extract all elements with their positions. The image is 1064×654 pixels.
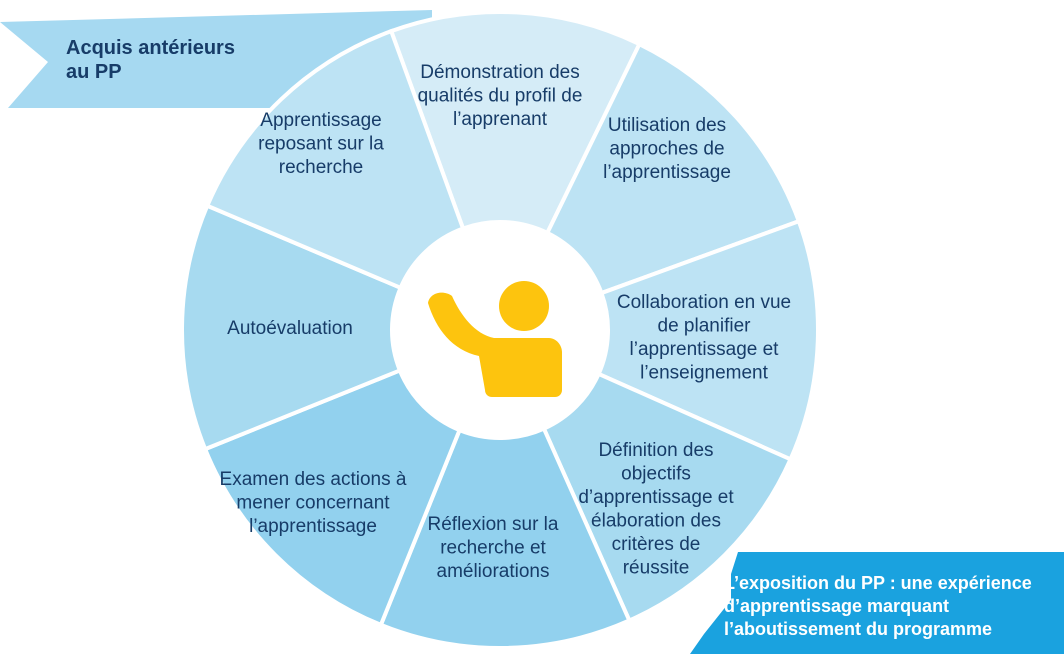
segment-label-definition-line-1: Définition des [598, 440, 713, 461]
segment-label-collaboration-line-4: l’enseignement [640, 363, 769, 384]
segment-label-utilisation-line-1: Utilisation des [608, 115, 726, 136]
prior-learning-banner-line-2: au PP [66, 61, 122, 83]
center-circle [392, 222, 608, 438]
segment-label-reflexion-line-3: améliorations [437, 561, 550, 582]
pp-exhibition-banner-line-2: d’apprentissage marquant [724, 596, 949, 616]
segment-label-apprentissage-line-2: reposant sur la [258, 134, 384, 155]
segment-label-demonstration-line-1: Démonstration des [420, 62, 579, 83]
raised-hand-person-icon [428, 281, 562, 397]
segment-label-reflexion-line-2: recherche et [440, 538, 546, 559]
pp-exhibition-banner-shape [690, 552, 1064, 654]
segment-label-definition-line-3: d’apprentissage et [578, 487, 734, 508]
wheel-segments [180, 10, 820, 650]
segment-label-definition-line-6: réussite [623, 558, 690, 579]
segment-label-collaboration-line-2: de planifier [658, 316, 752, 337]
segment-label-definition-line-2: objectifs [621, 464, 691, 485]
pp-exhibition-banner-line-3: l’aboutissement du programme [724, 619, 992, 639]
segment-label-apprentissage-line-3: recherche [279, 157, 364, 178]
segment-label-utilisation-line-2: approches de [609, 139, 724, 160]
segment-label-apprentissage-line-1: Apprentissage [260, 110, 381, 131]
prior-learning-banner-line-1: Acquis antérieurs [66, 37, 235, 59]
segment-label-definition-line-5: critères de [612, 534, 701, 555]
pp-exhibition-banner-line-1: L’exposition du PP : une expérience [724, 573, 1032, 593]
segment-label-collaboration-line-1: Collaboration en vue [617, 292, 791, 313]
segment-label-autoevaluation-line-1: Autoévaluation [227, 318, 353, 339]
segment-label-examen-line-3: l’apprentissage [249, 516, 377, 537]
segment-label-utilisation-line-3: l’apprentissage [603, 162, 731, 183]
segment-label-examen-line-2: mener concernant [236, 493, 390, 514]
pp-exhibition-banner: L’exposition du PP : une expérience d’ap… [690, 552, 1064, 654]
segment-label-demonstration-line-3: l’apprenant [453, 109, 548, 130]
segment-label-demonstration-line-2: qualités du profil de [418, 86, 583, 107]
segment-label-definition-line-4: élaboration des [591, 511, 721, 532]
segment-label-examen-line-1: Examen des actions à [220, 469, 407, 490]
segment-label-reflexion-line-1: Réflexion sur la [428, 514, 559, 535]
segment-label-collaboration-line-3: l’apprentissage et [630, 339, 780, 360]
